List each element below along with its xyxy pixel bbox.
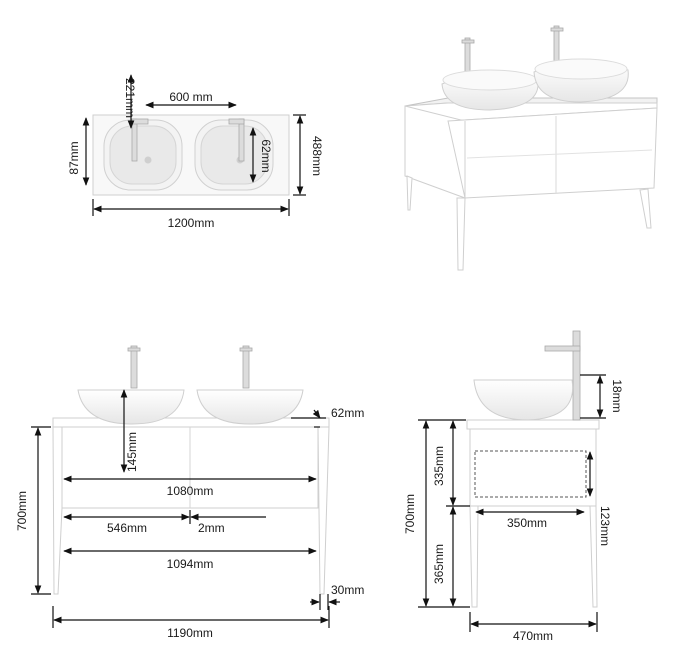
- front-total-height-label: 700mm: [15, 491, 29, 531]
- side-inner-depth-label: 350mm: [507, 516, 547, 530]
- front-inner-width-label: 1094mm: [167, 557, 214, 571]
- side-drawer-height-label: 123mm: [598, 506, 612, 546]
- front-right-basin: [196, 389, 304, 425]
- side-total-depth-label: 470mm: [513, 629, 553, 643]
- side-lower-height-label: 365mm: [432, 544, 446, 584]
- top-tap-offset-label: 221mm: [123, 78, 137, 118]
- side-basin: [473, 379, 574, 421]
- front-gap-label: 2mm: [198, 521, 225, 535]
- top-width-label: 1200mm: [168, 216, 215, 230]
- perspective-view: [404, 25, 658, 271]
- front-basin-height-label: 145mm: [125, 432, 139, 472]
- side-countertop: [466, 419, 600, 430]
- top-left-small-label: 87mm: [67, 141, 81, 174]
- side-view: 18mm 700mm 335mm 365mm 350mm 123mm 470mm: [403, 330, 624, 643]
- top-basin-depth-label: 62mm: [259, 139, 273, 172]
- top-depth-label: 488mm: [310, 136, 324, 176]
- front-total-width-label: 1190mm: [167, 626, 213, 640]
- front-top-thickness-label: 62mm: [331, 406, 364, 420]
- top-basin-spacing-label: 600 mm: [169, 90, 212, 104]
- side-cabinet: [469, 428, 597, 507]
- front-left-basin: [77, 389, 185, 425]
- side-drawer-outline: [474, 450, 587, 498]
- side-tap-height-label: 18mm: [610, 379, 624, 412]
- front-leg-bottom-label: 30mm: [331, 583, 364, 597]
- front-countertop: [52, 417, 330, 428]
- side-total-height-label: 700mm: [403, 494, 417, 534]
- side-upper-height-label: 335mm: [432, 446, 446, 486]
- front-left-drawer-label: 546mm: [107, 521, 147, 535]
- front-view: 62mm 145mm 1080mm 546mm 2mm 1094mm 700mm…: [15, 345, 364, 640]
- front-drawer-width-label: 1080mm: [167, 484, 214, 498]
- top-view: 600 mm 221mm 87mm 62mm 488mm 1200mm: [67, 74, 324, 230]
